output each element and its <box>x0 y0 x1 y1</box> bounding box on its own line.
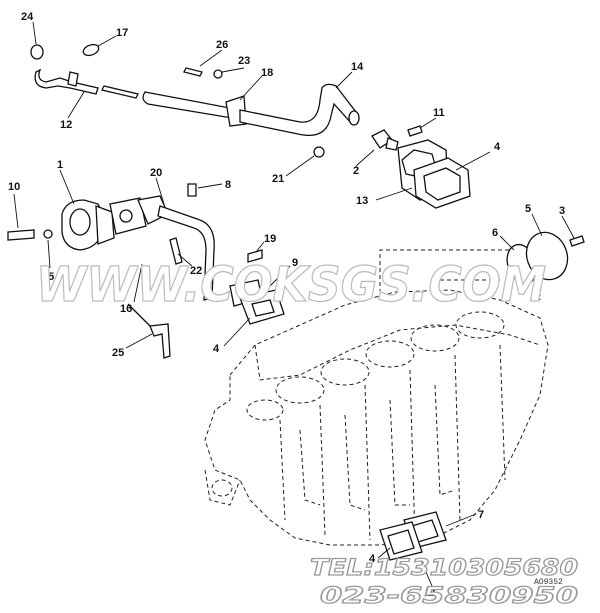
callout-numbers: 24 17 26 23 18 14 12 11 1 20 8 21 2 4 13… <box>8 11 565 599</box>
callout-6: 6 <box>492 227 498 239</box>
callout-4-bottom: 4 <box>369 553 376 565</box>
callout-25: 25 <box>112 347 124 359</box>
filter-head-assembly <box>7 183 285 359</box>
contact-tel: TEL:15310305680 <box>310 556 578 581</box>
callout-2: 2 <box>353 165 359 177</box>
callout-10: 10 <box>8 181 20 193</box>
callout-11-bottom: 11 <box>425 587 437 599</box>
callout-14: 14 <box>351 61 364 73</box>
callout-23: 23 <box>238 55 250 67</box>
callout-22: 22 <box>190 265 202 277</box>
figure-code: AO9352 <box>534 578 563 587</box>
callout-4-top: 4 <box>494 141 501 153</box>
oil-tube-assembly <box>30 43 360 137</box>
callout-26: 26 <box>216 39 228 51</box>
callout-11-top: 11 <box>433 107 445 119</box>
contact-phone: 023-65830950 <box>320 584 578 609</box>
callout-12: 12 <box>60 119 72 131</box>
callout-7: 7 <box>478 509 484 521</box>
callout-16: 16 <box>120 303 132 315</box>
callout-17: 17 <box>116 27 128 39</box>
callout-19: 19 <box>264 233 276 245</box>
callout-15: 15 <box>42 271 54 283</box>
callout-18: 18 <box>261 67 273 79</box>
callout-5: 5 <box>525 203 531 215</box>
watermark-text: WWW.COKSGS.COM <box>36 257 546 313</box>
callout-24: 24 <box>21 11 34 23</box>
callout-3: 3 <box>559 205 565 217</box>
callout-9: 9 <box>292 257 298 269</box>
right-fittings <box>313 125 471 209</box>
callout-21: 21 <box>272 173 284 185</box>
callout-8: 8 <box>225 179 231 191</box>
callout-1: 1 <box>57 159 63 171</box>
callout-13: 13 <box>356 195 368 207</box>
leader-lines <box>13 21 575 587</box>
callout-20: 20 <box>150 167 162 179</box>
lower-flange <box>379 511 447 561</box>
callout-4-mid: 4 <box>213 343 220 355</box>
cover-gasket <box>506 231 585 285</box>
